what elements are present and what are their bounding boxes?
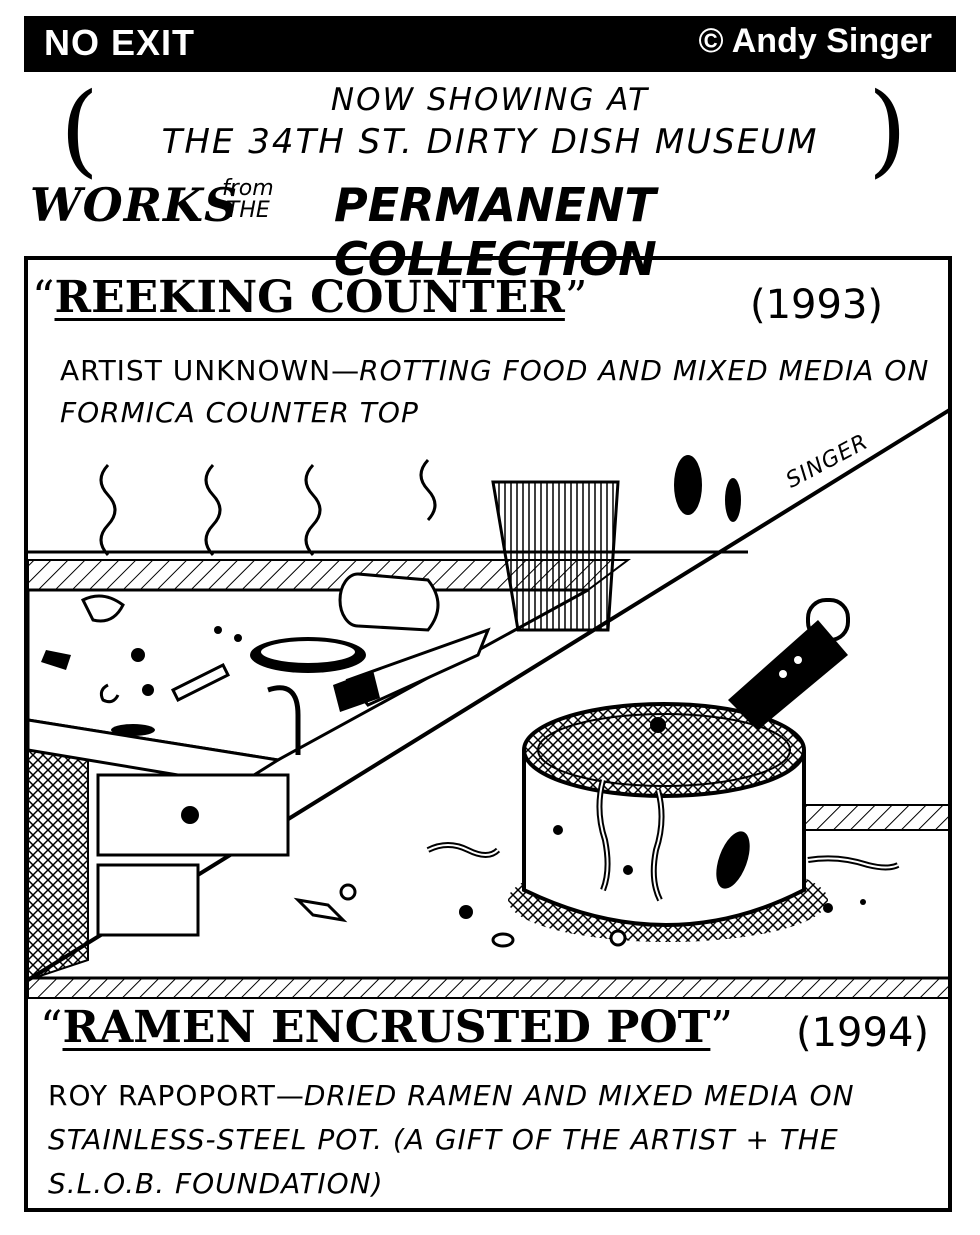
collection-works: WORKS [30,178,239,232]
exhibit1-medium: ROTTING FOOD AND MIXED MEDIA ON FORMICA … [60,354,930,429]
header-bar: NO EXIT © Andy Singer [24,16,956,72]
intro-line-1: NOW SHOWING AT [330,82,650,118]
exhibit2-artist: ROY RAPOPORT [48,1079,276,1112]
reeking-counter-art [28,455,748,982]
exhibit2-medium: DRIED RAMEN AND MIXED MEDIA ON STAINLESS… [48,1079,855,1200]
exhibit2-dash: — [275,1079,304,1112]
exhibit2-year: (1994) [796,1010,930,1056]
exhibit1-artist: ARTIST UNKNOWN [60,354,332,387]
comic-title: NO EXIT [44,22,196,63]
intro-open-paren: ( [60,71,100,188]
exhibit1-year: (1993) [750,282,884,328]
intro-close-paren: ) [868,71,908,188]
exhibit1-open-quote: “ [32,272,55,323]
exhibit1-title: “REEKING COUNTER” [32,272,587,323]
exhibit1-dash: — [331,354,360,387]
copyright-credit: © Andy Singer [698,22,932,60]
panel-illustration [28,408,948,999]
exhibit2-title-text: RAMEN ENCRUSTED POT [62,1002,711,1053]
ramen-pot-art [28,598,948,999]
intro-line-2: THE 34TH ST. DIRTY DISH MUSEUM [161,122,819,162]
exhibit2-credit: ROY RAPOPORT—DRIED RAMEN AND MIXED MEDIA… [48,1074,938,1206]
exhibit2-open-quote: “ [40,1002,63,1053]
collection-the: THE [225,198,270,223]
collection-from: from [222,176,274,201]
comic-panel [24,256,952,1212]
collection-from-the: from THE [222,178,274,222]
exhibit1-title-text: REEKING COUNTER [54,272,565,323]
exhibit2-close-quote: ” [710,1002,733,1053]
collection-heading: WORKS from THE PERMANENT COLLECTION [24,178,956,287]
intro-caption: NOW SHOWING AT THE 34TH ST. DIRTY DISH M… [24,76,956,162]
exhibit2-title: “RAMEN ENCRUSTED POT” [40,1002,733,1053]
exhibit1-close-quote: ” [564,272,588,323]
exhibit1-credit: ARTIST UNKNOWN—ROTTING FOOD AND MIXED ME… [60,350,940,434]
